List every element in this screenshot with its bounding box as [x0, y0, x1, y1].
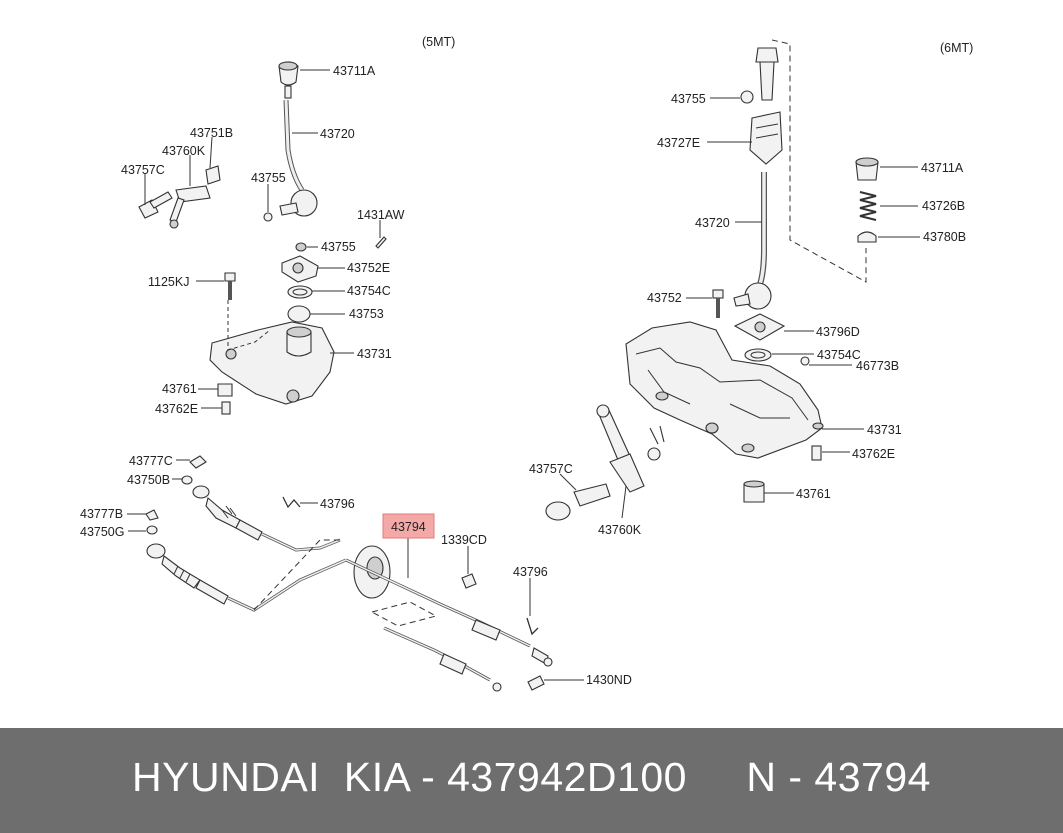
label-43777b: 43777B [80, 507, 123, 521]
label-43711a-6mt: 43711A [921, 161, 964, 175]
label-46773b: 46773B [856, 359, 899, 373]
label-43757c-5mt: 43757C [121, 163, 165, 177]
nut-1339cd [461, 573, 477, 589]
cap-43780b [857, 231, 877, 243]
washer-43750g [146, 525, 158, 535]
label-43750b: 43750B [127, 473, 170, 487]
pin-1431aw [375, 236, 387, 249]
label-43750g: 43750G [80, 525, 124, 539]
label-43762e-6mt: 43762E [852, 447, 895, 461]
label-43753: 43753 [349, 307, 384, 321]
label-1125kj: 1125KJ [148, 275, 189, 289]
clip-1430nd [527, 675, 545, 691]
label-43720-5mt: 43720 [320, 127, 355, 141]
label-43796-lower: 43796 [513, 565, 548, 579]
variant-label-5mt: (5MT) [422, 35, 455, 49]
footer-bar: HYUNDAI KIA - 437942D100 N - 43794 [0, 728, 1063, 833]
label-43752: 43752 [647, 291, 682, 305]
label-43755-6mt: 43755 [671, 92, 706, 106]
label-43762e-5mt: 43762E [155, 402, 198, 416]
knob-stem-5mt [284, 85, 292, 99]
label-1430nd: 1430ND [586, 673, 632, 687]
bushing-43755-lower [295, 242, 307, 252]
label-43727e: 43727E [657, 136, 700, 150]
washer-43750b [181, 475, 193, 485]
label-43760k-5mt: 43760K [162, 144, 206, 158]
label-43796-upper: 43796 [320, 497, 355, 511]
label-43731-6mt: 43731 [867, 423, 902, 437]
label-43754c-5mt: 43754C [347, 284, 391, 298]
label-43755-lower: 43755 [321, 240, 356, 254]
label-43755-upper: 43755 [251, 171, 286, 185]
bushing-43762e-5mt [221, 401, 231, 415]
pin-43757c-6mt [573, 483, 611, 507]
label-43720-6mt: 43720 [695, 216, 730, 230]
label-43780b: 43780B [923, 230, 966, 244]
spring-43726b [859, 191, 877, 221]
label-43731-5mt: 43731 [357, 347, 392, 361]
bushing-43762e-6mt [811, 445, 822, 461]
footer-part-number: HYUNDAI KIA - 437942D100 N - 43794 [132, 754, 931, 800]
clip-43796-lower [526, 617, 539, 636]
label-1431aw: 1431AW [357, 208, 405, 222]
label-43761-6mt: 43761 [796, 487, 831, 501]
seat-43753 [287, 305, 311, 323]
highlight-box-43794 [382, 513, 435, 539]
shift-lever-assembly-6mt [545, 39, 879, 521]
nut-46773b [800, 356, 810, 366]
label-43751b: 43751B [190, 126, 233, 140]
clip-43777b [145, 509, 159, 521]
bushing-43755-6mt [740, 90, 754, 104]
parts-diagram: (5MT) (6MT) [80, 35, 973, 692]
bolt-43752-head [712, 289, 724, 299]
bushing-43755-upper [263, 212, 273, 222]
label-43794-highlighted: 43794 [391, 520, 426, 534]
label-43760k-6mt: 43760K [598, 523, 642, 537]
label-43796d: 43796D [816, 325, 860, 339]
label-43752e: 43752E [347, 261, 390, 275]
cable-end-upper [192, 485, 210, 499]
cable-end-lower [146, 543, 166, 559]
label-43777c: 43777C [129, 454, 173, 468]
labels-6mt: 43755 43727E 43711A 43726B 43720 43780B … [529, 92, 966, 537]
label-43757c-6mt: 43757C [529, 462, 573, 476]
clip-43751b [205, 165, 221, 185]
label-43761-5mt: 43761 [162, 382, 197, 396]
nut-43761-5mt [217, 383, 233, 397]
ring-43754c [287, 285, 313, 299]
variant-label-6mt: (6MT) [940, 41, 973, 55]
label-43711a-5mt: 43711A [333, 64, 376, 78]
clip-43777c [189, 455, 207, 469]
label-1339cd: 1339CD [441, 533, 487, 547]
labels-cable: 43777C 43750B 43796 43777B 43750G 1339CD… [80, 454, 632, 687]
labels-5mt: 43711A 43720 43751B 43760K 43757C 43755 … [121, 64, 405, 416]
cable-assembly-43794 [145, 455, 553, 692]
label-43754c-6mt: 43754C [817, 348, 861, 362]
lever-top-6mt [755, 47, 779, 63]
clip-43796-upper [282, 496, 301, 509]
boot-43727e [749, 111, 783, 165]
knob-top-5mt [278, 61, 298, 71]
label-43726b: 43726B [922, 199, 965, 213]
shift-lever-assembly-5mt [138, 61, 387, 415]
ring-43754c-6mt [744, 348, 772, 362]
bolt-1125kj-head [224, 272, 236, 282]
lever-pin-5mt [279, 202, 299, 216]
